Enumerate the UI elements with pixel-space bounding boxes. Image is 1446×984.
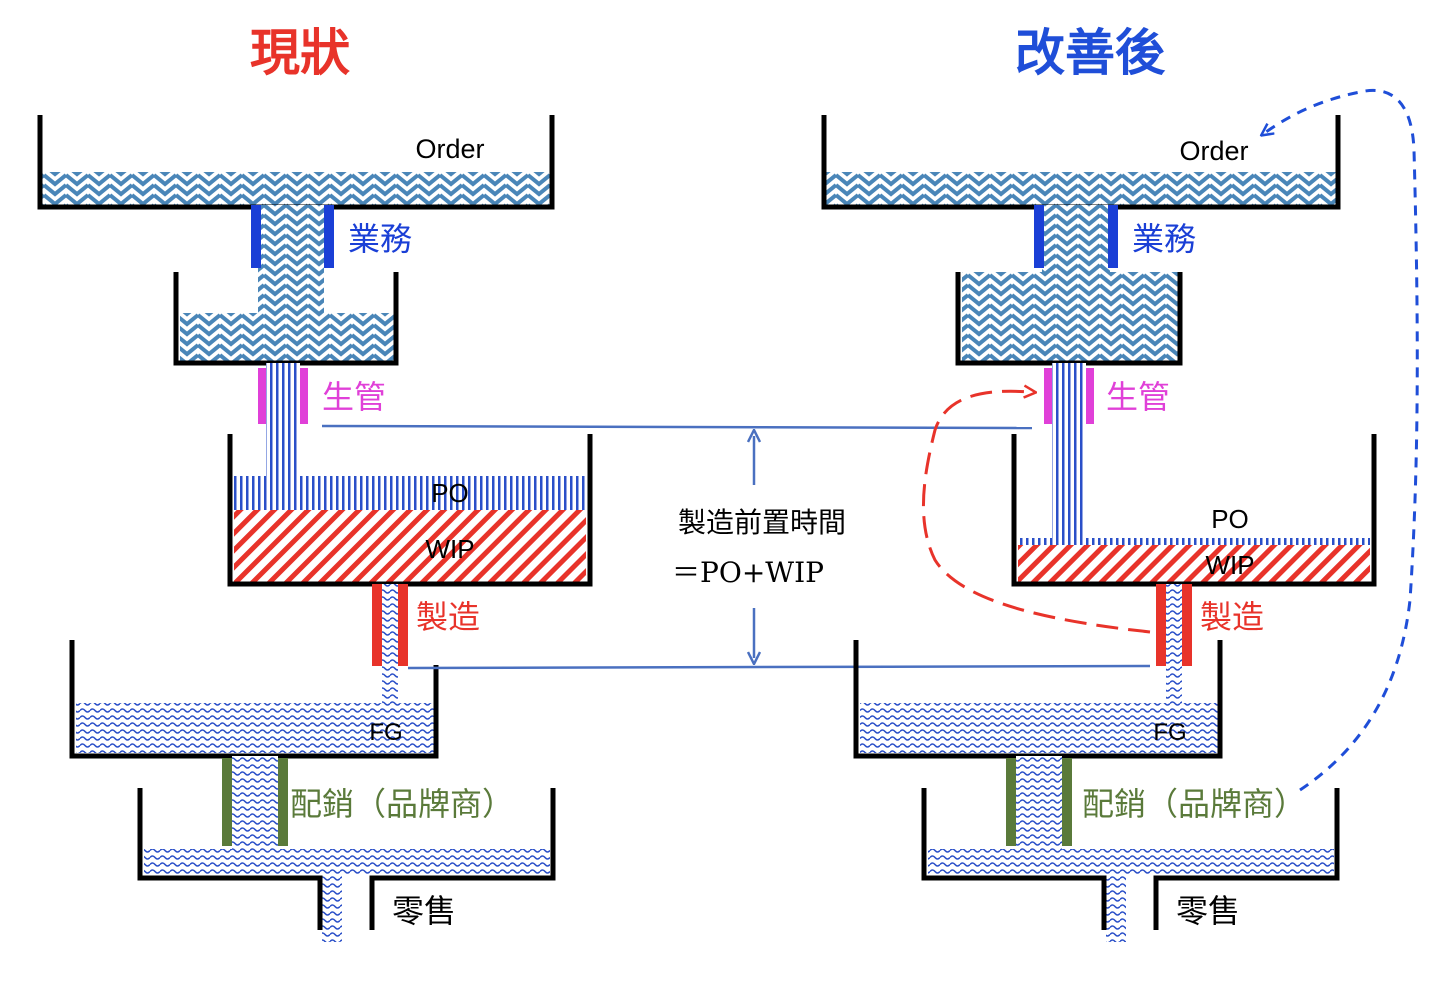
left-sales-label: 業務 [348, 220, 412, 258]
left-po-label: PO [431, 478, 469, 508]
left-dist-pipe-fill [232, 756, 278, 850]
right-fg-fill [860, 703, 1218, 753]
left-mfg-label: 製造 [416, 598, 480, 636]
left-planning-label: 生管 [322, 378, 386, 416]
left-retail-tank-right [369, 788, 556, 930]
feedback-arrow-blue [1266, 88, 1419, 792]
left-retail-outflow [322, 876, 342, 942]
left-fg-label: FG [369, 719, 402, 746]
right-po-fill [1018, 538, 1370, 545]
left-mfg-bar-l [372, 584, 382, 666]
right-flow: Order 業務 生管 PO WIP 製造 FG 配銷（品牌商） [821, 88, 1419, 942]
left-po-wip-tank [227, 434, 593, 587]
lead-time-line2: ＝PO+WIP [672, 556, 824, 589]
left-buffer-gap2 [324, 268, 392, 313]
right-planning-bar-r [1086, 368, 1094, 424]
right-po-label: PO [1211, 504, 1249, 534]
right-order-pipe-fill [1042, 205, 1110, 275]
right-dist-bar-r [1062, 758, 1072, 846]
right-sales-label: 業務 [1132, 220, 1196, 258]
left-wip-fill [234, 510, 586, 582]
left-po-fill [234, 476, 586, 510]
right-mfg-bar-l [1156, 584, 1166, 666]
right-retail-outflow [1106, 876, 1126, 942]
left-dist-bar-r [278, 758, 288, 846]
right-retail-tank-right [1153, 788, 1340, 930]
left-dist-bar-l [222, 758, 232, 846]
left-planning-bar-l [258, 368, 266, 424]
right-planning-label: 生管 [1106, 378, 1170, 416]
right-mfg-bar-r [1182, 584, 1192, 666]
right-dist-pipe-fill [1016, 756, 1062, 850]
left-mfg-pipe-fill [382, 584, 398, 709]
title-improved: 改善後 [1015, 24, 1166, 82]
left-retail-label: 零售 [392, 892, 456, 930]
right-order-fill [826, 172, 1336, 205]
right-mfg-pipe-fill [1166, 584, 1182, 709]
left-sales-bar-l [251, 205, 261, 268]
left-retail-fill [144, 849, 550, 876]
right-order-label: Order [1179, 136, 1248, 166]
left-buffer-gap [182, 268, 258, 313]
right-wip-label: WIP [1205, 550, 1254, 580]
left-retail-tank-left [137, 788, 323, 930]
lead-time-annotation: 製造前置時間 ＝PO+WIP [321, 424, 1151, 670]
left-planning-bar-r [300, 368, 308, 424]
left-flow: Order 業務 生管 PO WIP 製造 FG [37, 115, 593, 942]
right-retail-tank-left [921, 788, 1107, 930]
lead-time-line1: 製造前置時間 [678, 506, 846, 539]
left-buffer-fill [180, 313, 394, 361]
title-current: 現狀 [250, 24, 350, 82]
right-sales-bar-r [1108, 205, 1118, 268]
right-mfg-label: 製造 [1200, 598, 1264, 636]
right-wip-fill [1018, 545, 1370, 582]
right-retail-fill [928, 849, 1334, 876]
left-order-fill [42, 172, 552, 205]
left-planning-pipe-fill [266, 363, 300, 478]
right-dist-label: 配銷（品牌商） [1082, 785, 1306, 823]
lead-time-bottom-line [407, 664, 1151, 670]
right-po-wip-tank [1011, 434, 1377, 587]
left-order-label: Order [415, 134, 484, 164]
right-planning-pipe-fill [1052, 363, 1086, 541]
right-retail-label: 零售 [1176, 892, 1240, 930]
right-sales-bar-l [1034, 205, 1044, 268]
left-wip-label: WIP [425, 534, 474, 564]
left-fg-fill [76, 703, 434, 753]
left-mfg-bar-r [398, 584, 408, 666]
right-buffer-fill [962, 272, 1178, 361]
right-planning-bar-l [1044, 368, 1052, 424]
feedback-arrow-red [921, 391, 1151, 634]
lead-time-top-line [321, 424, 1033, 430]
right-fg-label: FG [1153, 719, 1186, 746]
left-sales-bar-r [324, 205, 334, 268]
right-dist-bar-l [1006, 758, 1016, 846]
left-dist-label: 配銷（品牌商） [290, 785, 514, 823]
